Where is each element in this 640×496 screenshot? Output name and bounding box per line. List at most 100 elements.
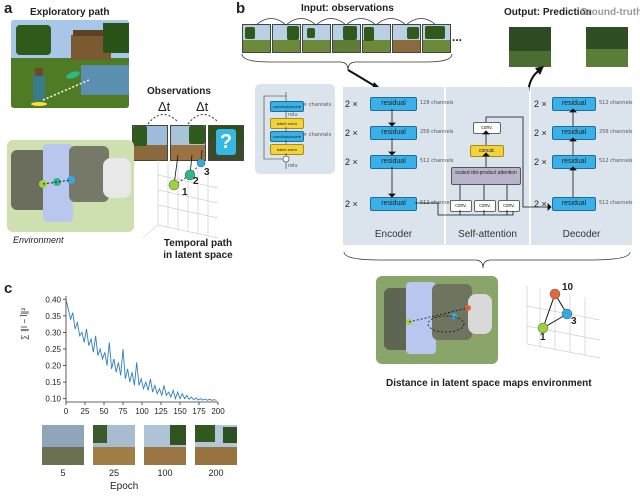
map-point-3 (561, 308, 573, 320)
map-point-10 (549, 288, 561, 300)
self-attention-label: Self-attention (458, 229, 517, 240)
input-ellipsis: ... (452, 30, 463, 44)
encoder-multiplier-3: 2 × (345, 157, 358, 167)
residual-detail-channels-1: × channels (303, 102, 332, 108)
map-point-label-3: 3 (571, 316, 577, 327)
chart-ytick-label: 0.25 (45, 345, 61, 354)
attention-conv-2: conv. (474, 200, 496, 212)
map-point-label-1: 1 (540, 332, 546, 343)
environment-label: Environment (13, 235, 64, 245)
encoder-channels-2: 256 channels (420, 129, 454, 135)
input-frame-strip (242, 24, 454, 53)
map-point-1 (537, 322, 549, 334)
encoder-channels-1: 128 channels (420, 100, 454, 106)
latent-point-label-2: 2 (193, 176, 199, 187)
bottom-brace (343, 251, 631, 269)
input-frame-arrows (255, 18, 437, 26)
epoch-axis-label: Epoch (110, 481, 139, 492)
encoder-multiplier-4: 2 × (345, 199, 358, 209)
attention-concat: concat. (470, 145, 504, 157)
residual-detail-conv-block: conv/batchnorm (270, 131, 304, 142)
encoder-block-2: residual (370, 126, 417, 140)
epoch-sample-25 (93, 425, 135, 465)
epoch-sample-100 (144, 425, 186, 465)
ground-truth-label: Ground-truth (580, 7, 640, 18)
chart-ytick-label: 0.40 (45, 295, 61, 304)
panel-label-c: c (4, 280, 13, 297)
latent-distance-map (376, 276, 498, 364)
chart-xtick-label: 150 (173, 407, 187, 416)
observation-frame-3: ? (208, 125, 244, 161)
decoder-channels-2: 256 channels (599, 129, 633, 135)
decoder-multiplier-1: 2 × (534, 99, 547, 109)
chart-ylabel: ∑ ∥I − Î∥² (20, 307, 29, 340)
prediction-image (509, 27, 551, 67)
output-prediction-label: Output: Prediction (504, 7, 592, 18)
residual-detail-relu: relu (288, 112, 298, 118)
epoch-sample-200 (195, 425, 237, 465)
latent-distance-plot (526, 286, 601, 359)
decoder-multiplier-4: 2 × (534, 199, 547, 209)
panel-label-b: b (236, 0, 246, 17)
map-point-label-10: 10 (562, 282, 574, 293)
residual-detail-channels-2: × channels (303, 132, 332, 138)
residual-detail-batch-norm-1: batch norm (270, 118, 304, 129)
ground-truth-image (586, 27, 628, 67)
chart-ytick-label: 0.20 (45, 362, 61, 371)
scaled-dot-product-attention: scaled dot-product attention (451, 167, 521, 185)
residual-detail-relu-bottom: relu (288, 163, 298, 169)
latent-point-2 (184, 169, 196, 181)
self-attention-panel (446, 87, 529, 245)
observation-frame-2 (170, 125, 206, 161)
observation-arrows (147, 114, 219, 125)
epoch-sample-label-25: 25 (108, 468, 119, 478)
chart-xtick-label: 125 (154, 407, 168, 416)
decoder-block-2: residual (552, 126, 596, 140)
latent-point-1 (168, 179, 180, 191)
decoder-multiplier-3: 2 × (534, 157, 547, 167)
latent-point-label-1: 1 (182, 187, 188, 198)
latent-point-label-3: 3 (204, 167, 210, 178)
encoder-channels-3: 512 channels (420, 158, 454, 164)
panel-label-a: a (4, 0, 13, 17)
encoder-block-3: residual (370, 155, 417, 169)
chart-ytick-label: 0.10 (45, 395, 61, 404)
residual-detail-batch-norm-2: batch norm (270, 144, 304, 155)
chart-xtick-label: 75 (119, 407, 128, 416)
input-observations-label: Input: observations (301, 3, 394, 14)
chart-xtick-label: 100 (135, 407, 149, 416)
latent-point-3 (196, 158, 206, 168)
chart-ytick-label: 0.30 (45, 328, 61, 337)
epoch-sample-label-200: 200 (208, 468, 224, 478)
chart-xtick-label: 200 (211, 407, 225, 416)
attention-conv-3: conv. (498, 200, 520, 212)
residual-detail-inset: conv/batchnorm × channels relu batch nor… (255, 84, 335, 174)
delta-t-2: Δt (196, 99, 209, 114)
chart-ytick-label: 0.35 (45, 312, 61, 321)
delta-t-1: Δt (158, 99, 171, 114)
chart-series-line (65, 299, 217, 401)
encoder-block-4: residual (370, 197, 417, 211)
encoder-multiplier-2: 2 × (345, 128, 358, 138)
attention-conv-1: conv. (450, 200, 472, 212)
temporal-path-label-2: in latent space (163, 250, 233, 261)
architecture-arrows (388, 108, 577, 216)
encoder-label: Encoder (374, 229, 413, 240)
map-caption: Distance in latent space maps environmen… (386, 378, 592, 389)
chart-xtick-label: 175 (192, 407, 206, 416)
epoch-sample-label-100: 100 (157, 468, 173, 478)
chart-xtick-label: 50 (100, 407, 109, 416)
observations-label: Observations (147, 86, 211, 97)
exploratory-path-title: Exploratory path (30, 7, 110, 18)
encoder-multiplier-1: 2 × (345, 99, 358, 109)
encoder-block-1: residual (370, 97, 417, 111)
decoder-channels-3: 512 channels (599, 158, 633, 164)
temporal-path-label-1: Temporal path (163, 238, 233, 249)
epoch-sample-label-5: 5 (60, 468, 66, 478)
decoder-multiplier-2: 2 × (534, 128, 547, 138)
exploratory-path-screenshot (11, 20, 129, 108)
chart-xtick-label: 25 (81, 407, 90, 416)
environment-map (7, 140, 134, 232)
latent-space-plot (142, 150, 219, 239)
